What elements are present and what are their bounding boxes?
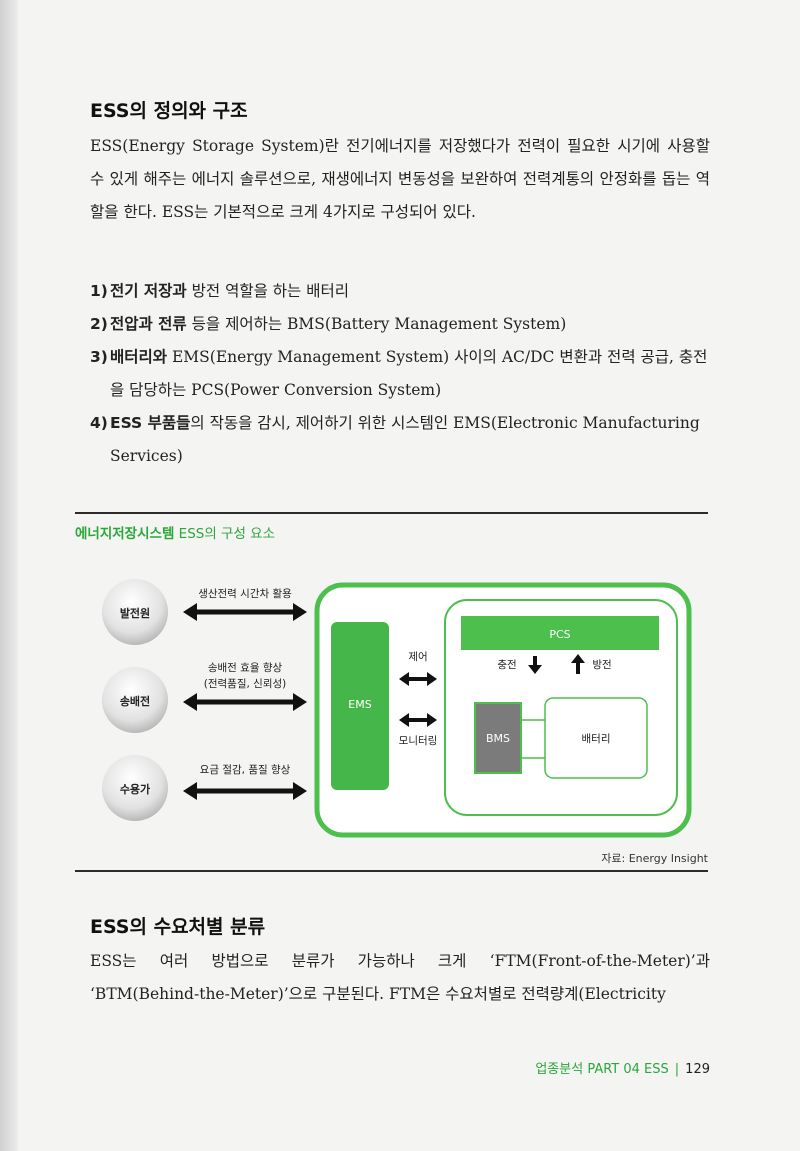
list-number: 2) [90, 315, 108, 333]
figure-source: 자료: Energy Insight [601, 852, 708, 865]
figure-top-rule [75, 512, 708, 514]
battery-block: 배터리 [544, 697, 648, 779]
bms-label: BMS [486, 732, 510, 745]
bms-block: BMS [474, 702, 522, 774]
double-arrow-transmission [183, 693, 307, 711]
up-arrow-discharge [571, 654, 585, 674]
figure-title: 에너지저장시스템 ESS의 구성 요소 [75, 522, 275, 542]
double-arrow-control [399, 672, 437, 686]
list-item: 1) 전기 저장과 방전 역할을 하는 배터리 [90, 275, 715, 308]
battery-label: 배터리 [582, 733, 611, 745]
arrow-label-control: 제어 [408, 651, 427, 663]
list-item-bold: 배터리와 [110, 348, 168, 366]
node-generation: 발전원 [102, 579, 168, 645]
down-arrow-charge [528, 656, 542, 674]
list-item-text: EMS(Energy Management System) 사이의 AC/DC … [110, 348, 708, 399]
definition-paragraph: ESS(Energy Storage System)란 전기에너지를 저장했다가… [90, 137, 710, 221]
pcs-label: PCS [549, 628, 570, 641]
ems-block: EMS [331, 622, 389, 790]
list-number: 1) [90, 282, 108, 300]
list-item: 4) ESS 부품들의 작동을 감시, 제어하기 위한 시스템인 EMS(Ele… [90, 407, 715, 473]
component-list: 1) 전기 저장과 방전 역할을 하는 배터리 2) 전압과 전류 등을 제어하… [90, 275, 715, 473]
list-item-text: 등을 제어하는 BMS(Battery Management System) [186, 315, 567, 333]
list-item-text: 의 작동을 감시, 제어하기 위한 시스템인 EMS(Electronic Ma… [110, 414, 700, 465]
classification-paragraph: ESS는 여러 방법으로 분류가 가능하나 크게 ‘FTM(Front-of-t… [90, 952, 710, 1003]
node-transmission: 송배전 [102, 667, 168, 733]
list-item-bold: 전압과 전류 [110, 315, 187, 333]
pcs-block: PCS [461, 616, 659, 650]
node-consumer: 수용가 [102, 755, 168, 821]
section-heading-definition: ESS의 정의와 구조 [90, 100, 248, 122]
figure-title-rest: ESS의 구성 요소 [174, 526, 276, 542]
double-arrow-monitoring [399, 713, 437, 727]
figure-title-bold: 에너지저장시스템 [75, 526, 175, 542]
arrow-label-monitoring: 모니터링 [399, 735, 438, 747]
node-generation-label: 발전원 [120, 606, 150, 620]
arrow-label-discharge: 방전 [592, 659, 611, 671]
list-item-bold: ESS 부품들 [110, 414, 191, 432]
page-gutter-shadow [0, 0, 18, 1151]
ess-component-diagram: 발전원 송배전 수용가 생산전력 시간차 활용 송배전 효율 향상 (전력품질,… [102, 579, 692, 838]
page-footer: 업종분석 PART 04 ESS | 129 [470, 1058, 710, 1077]
double-arrow-consumer [183, 782, 307, 800]
book-page [18, 0, 800, 1151]
arrow-label-charge: 충전 [497, 659, 516, 671]
list-number: 3) [90, 348, 108, 366]
list-item-text: 방전 역할을 하는 배터리 [186, 282, 350, 300]
list-item: 3) 배터리와 EMS(Energy Management System) 사이… [90, 341, 715, 407]
list-item: 2) 전압과 전류 등을 제어하는 BMS(Battery Management… [90, 308, 715, 341]
page-number: 129 [685, 1062, 710, 1077]
arrow-label-transmission-1: 송배전 효율 향상 [208, 662, 283, 674]
arrow-label-generation: 생산전력 시간차 활용 [198, 587, 292, 600]
figure-bottom-rule [75, 870, 708, 872]
footer-section-label: 업종분석 PART 04 ESS [535, 1062, 669, 1077]
footer-separator: | [674, 1062, 680, 1077]
arrow-label-consumer: 요금 절감, 품질 향상 [200, 763, 291, 776]
node-transmission-label: 송배전 [120, 694, 150, 708]
node-consumer-label: 수용가 [120, 782, 150, 796]
ems-label: EMS [348, 698, 371, 711]
arrow-label-transmission-2: (전력품질, 신뢰성) [204, 678, 287, 690]
double-arrow-generation [183, 603, 307, 621]
list-number: 4) [90, 414, 108, 432]
section-heading-classification: ESS의 수요처별 분류 [90, 916, 266, 938]
list-item-bold: 전기 저장과 [110, 282, 187, 300]
